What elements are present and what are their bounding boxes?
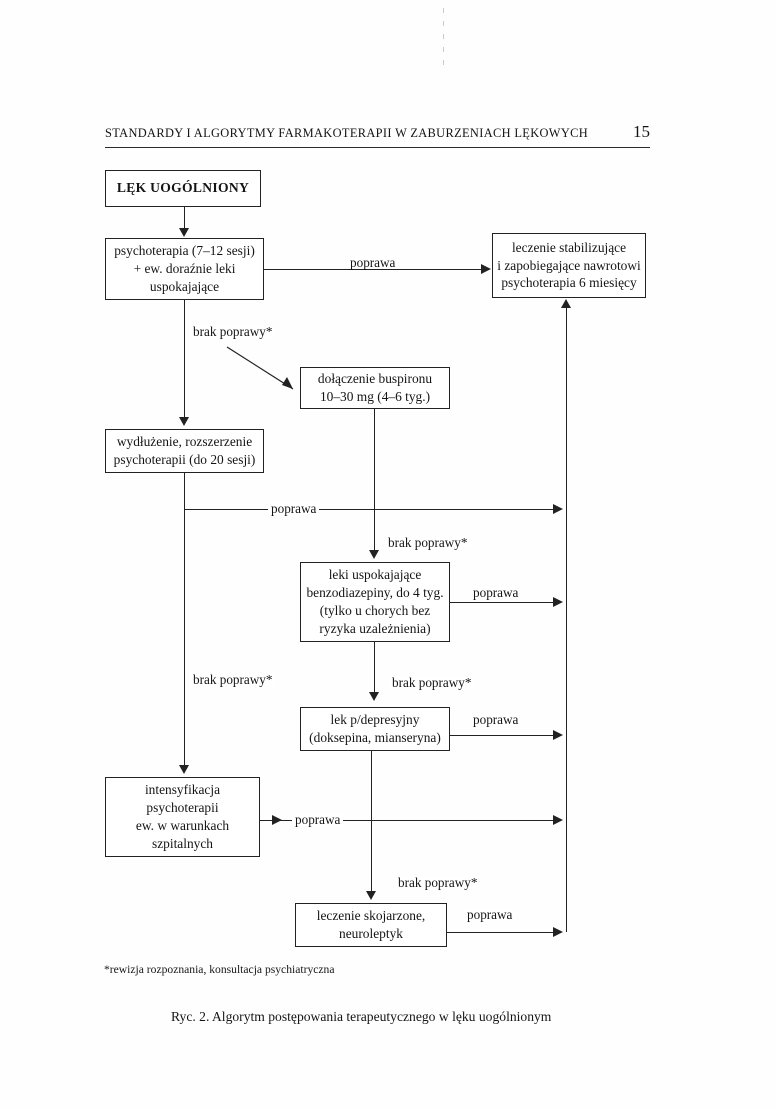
- edge-label-poprawa-5: poprawa: [292, 813, 344, 827]
- node-line: benzodiazepiny, do 4 tyg.: [306, 585, 444, 601]
- node-line: ew. w warunkach: [135, 818, 230, 833]
- node-leczenie-skojarzone: leczenie skojarzone, neuroleptyk: [295, 903, 447, 947]
- edge-label-brak-2: brak poprawy*: [385, 536, 471, 550]
- running-head: STANDARDY I ALGORYTMY FARMAKOTERAPII W Z…: [105, 122, 650, 148]
- node-line: + ew. doraźnie leki: [133, 261, 236, 277]
- edge-start-to-psychoterapia: [184, 207, 185, 229]
- edge-psychoterapia-to-wydluzenie: [184, 300, 185, 417]
- node-line: neuroleptyk: [339, 926, 403, 941]
- figure-caption: Ryc. 2. Algorytm postępowania terapeutyc…: [171, 1009, 552, 1024]
- node-psychoterapia: psychoterapia (7–12 sesji) + ew. doraźni…: [105, 238, 264, 300]
- arrowhead-right: [481, 264, 491, 274]
- edge-label-poprawa-2: poprawa: [268, 502, 320, 516]
- edge-benzodiazepiny-to-lek: [374, 642, 375, 692]
- arrowhead-down: [179, 228, 189, 237]
- arrowhead-down: [366, 891, 376, 900]
- edge-psychoterapia-to-stabilizacja: [264, 269, 482, 270]
- node-line: psychoterapia (7–12 sesji): [114, 243, 255, 259]
- node-line: i zapobiegające nawrotowi: [497, 257, 641, 273]
- arrowhead-up: [561, 299, 571, 308]
- arrowhead-right: [553, 597, 563, 607]
- edge-label-brak-4: brak poprawy*: [389, 676, 475, 690]
- edge-skojarzone-to-stabilizacja: [447, 932, 556, 933]
- node-line: leczenie stabilizujące: [511, 239, 627, 255]
- node-lek-pdepresyjny: lek p/depresyjny (doksepina, mianseryna): [300, 707, 450, 751]
- node-line: intensyfikacja: [144, 782, 221, 798]
- edge-label-brak-5: brak poprawy*: [395, 876, 481, 890]
- edge-label-poprawa-6: poprawa: [464, 908, 516, 922]
- scan-artifact: [443, 8, 444, 70]
- node-line: (tylko u chorych bez: [319, 603, 431, 618]
- edge-buspiron-to-benzodiazepiny: [374, 409, 375, 550]
- node-line: wydłużenie, rozszerzenie: [116, 434, 253, 450]
- node-lek-uogolniony: LĘK UOGÓLNIONY: [105, 170, 261, 207]
- node-line: LĘK UOGÓLNIONY: [116, 180, 250, 196]
- edge-branch-to-buspiron: [226, 346, 294, 390]
- node-benzodiazepiny: leki uspokajające benzodiazepiny, do 4 t…: [300, 562, 450, 642]
- arrowhead-right: [553, 927, 563, 937]
- node-line: szpitalnych: [152, 835, 213, 851]
- node-line: psychoterapia 6 miesięcy: [501, 275, 637, 291]
- edge-label-brak-3: brak poprawy*: [190, 673, 276, 687]
- footnote: *rewizja rozpoznania, konsultacja psychi…: [104, 963, 335, 976]
- edge-label-poprawa-4: poprawa: [470, 713, 522, 727]
- header-divider: [105, 147, 650, 148]
- edge-benzodiazepiny-to-stabilizacja: [450, 602, 556, 603]
- arrowhead-down: [179, 765, 189, 774]
- node-line: psychoterapii: [146, 800, 219, 816]
- edge-wydluzenie-to-stabilizacja: [184, 509, 556, 510]
- edge-lek-to-stabilizacja: [450, 735, 556, 736]
- node-buspiron: dołączenie buspironu 10–30 mg (4–6 tyg.): [300, 367, 450, 409]
- edge-label-brak-1: brak poprawy*: [190, 325, 276, 339]
- edge-label-poprawa-3: poprawa: [470, 586, 522, 600]
- node-line: (doksepina, mianseryna): [309, 730, 441, 745]
- node-line: leczenie skojarzone,: [316, 908, 426, 924]
- node-line: 10–30 mg (4–6 tyg.): [319, 389, 431, 404]
- edge-wydluzenie-to-intensyfikacja: [184, 473, 185, 765]
- node-intensyfikacja: intensyfikacja psychoterapii ew. w warun…: [105, 777, 260, 857]
- page-number: 15: [633, 122, 650, 141]
- arrowhead-right: [553, 504, 563, 514]
- node-line: uspokajające: [149, 278, 220, 294]
- arrowhead-down: [179, 417, 189, 426]
- running-head-title: STANDARDY I ALGORYTMY FARMAKOTERAPII W Z…: [105, 126, 589, 140]
- edge-label-poprawa-1: poprawa: [347, 256, 399, 270]
- edge-intensyfikacja-to-stabilizacja: [260, 820, 556, 821]
- edge-lek-to-skojarzone: [371, 751, 372, 891]
- node-line: lek p/depresyjny: [330, 712, 420, 728]
- node-wydluzenie: wydłużenie, rozszerzenie psychoterapii (…: [105, 429, 264, 473]
- arrowhead-right: [553, 815, 563, 825]
- arrowhead-right: [553, 730, 563, 740]
- edge-collector-vertical: [566, 308, 567, 932]
- node-line: dołączenie buspironu: [317, 371, 433, 387]
- arrowhead-down: [369, 692, 379, 701]
- node-line: psychoterapii (do 20 sesji): [113, 452, 256, 467]
- node-leczenie-stabilizujace: leczenie stabilizujące i zapobiegające n…: [492, 233, 646, 298]
- node-line: ryzyka uzależnienia): [319, 620, 431, 636]
- arrowhead-right: [272, 815, 282, 825]
- node-line: leki uspokajające: [328, 567, 422, 583]
- arrowhead-down: [369, 550, 379, 559]
